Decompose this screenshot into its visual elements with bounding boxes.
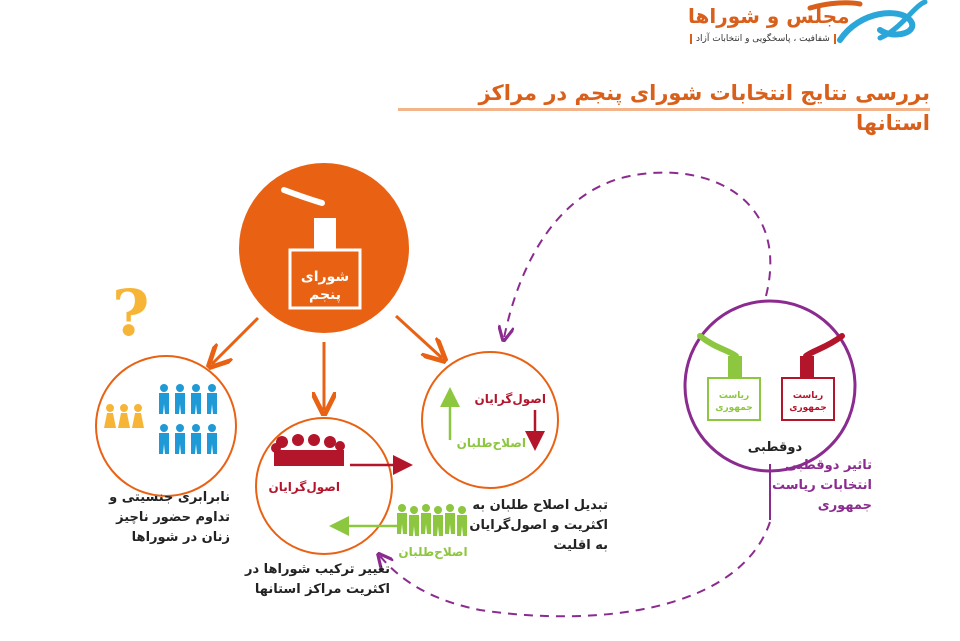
arrow-to-swap	[394, 314, 442, 358]
red-box-label: ریاست جمهوری	[789, 391, 827, 413]
logo-tagline: شفافیت ، پاسخگویی و انتخابات آزاد	[690, 34, 836, 44]
person-body	[159, 433, 169, 454]
person-body	[118, 413, 130, 428]
person-body	[175, 433, 185, 454]
person-body	[104, 413, 116, 428]
person-head	[176, 384, 184, 392]
composition-caption: تغییر ترکیب شوراها در اکثریت مراکز استان…	[244, 562, 390, 597]
ballot-box-icon	[281, 187, 362, 310]
arrow-to-gender	[212, 316, 260, 364]
swap-caption: تبدیل اصلاح طلبان به اکثریت و اصول‌گرایا…	[469, 498, 608, 553]
person-body	[191, 433, 201, 454]
person-head	[208, 424, 216, 432]
swap-circle	[421, 351, 559, 489]
person-body	[159, 393, 169, 414]
person-head	[134, 404, 142, 412]
central-box-label: شورای پنجم	[300, 269, 350, 303]
person-head	[434, 506, 442, 514]
person-head	[192, 384, 200, 392]
person-head	[176, 424, 184, 432]
logo-swirl-icon	[807, 0, 928, 43]
person-body	[207, 433, 217, 454]
person-head	[192, 424, 200, 432]
conservatives-group-label: اصول‌گرایان	[268, 480, 340, 494]
polarity-side-caption: تاثیر دوقطبی انتخابات ریاست جمهوری	[771, 458, 872, 513]
person-body	[207, 393, 217, 414]
question-mark-icon: ?	[112, 276, 150, 351]
person-head	[160, 424, 168, 432]
logo-text: مجلس و شوراها	[688, 4, 850, 28]
women-figures-icon	[104, 404, 144, 428]
person-head	[106, 404, 114, 412]
person-head	[120, 404, 128, 412]
person-body	[421, 513, 431, 534]
person-head	[398, 504, 406, 512]
dashed-arrow-top	[504, 171, 772, 338]
person-body	[409, 515, 419, 536]
person-body	[457, 515, 467, 536]
reformists-walkers-label: اصلاح‌طلبان	[398, 545, 468, 559]
conference-table-icon	[271, 434, 345, 466]
person-head	[446, 504, 454, 512]
walking-people-icon	[397, 504, 467, 536]
person-body	[175, 393, 185, 414]
men-figures-icon	[159, 384, 217, 454]
swap-down-label: اصول‌گرایان	[474, 392, 546, 406]
person-body	[132, 413, 144, 428]
person-body	[191, 393, 201, 414]
green-ballot-box-icon	[697, 333, 761, 421]
person-body	[433, 515, 443, 536]
person-head	[410, 506, 418, 514]
page-title: بررسی نتایج انتخابات شورای پنجم در مراکز…	[398, 78, 930, 135]
composition-circle	[255, 417, 393, 555]
person-body	[397, 513, 407, 534]
person-head	[422, 504, 430, 512]
gender-caption: نابرابری جنسیتی و تداوم حضور ناچیز زنان …	[109, 490, 230, 545]
polarity-circle-caption: دوقطبی	[747, 440, 803, 455]
person-body	[445, 513, 455, 534]
swap-up-label: اصلاح‌طلبان	[456, 436, 526, 450]
gender-circle	[95, 355, 237, 497]
person-head	[160, 384, 168, 392]
dashed-arrow-bottom	[380, 521, 771, 618]
red-ballot-box-icon	[781, 333, 845, 421]
person-head	[458, 506, 466, 514]
green-box-label: ریاست جمهوری	[715, 391, 753, 413]
person-head	[208, 384, 216, 392]
